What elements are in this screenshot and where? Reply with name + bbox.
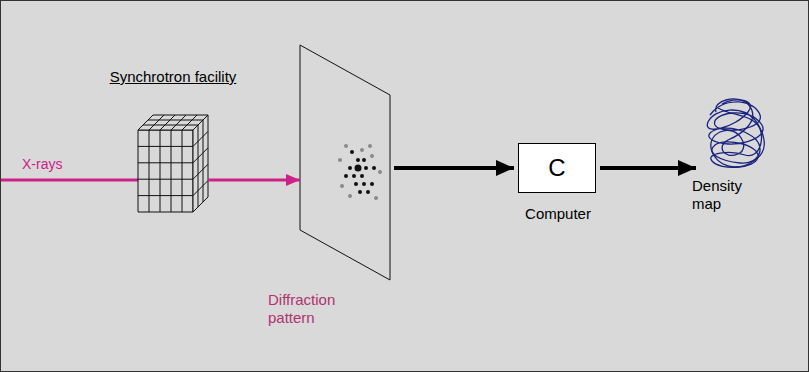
flow-arrow	[600, 166, 696, 170]
beam-label: X-rays	[22, 156, 62, 173]
computer-letter: C	[548, 154, 565, 182]
computer-label: Computer	[499, 205, 617, 223]
density-node: Density map	[700, 95, 770, 173]
crystal-cube	[138, 115, 208, 212]
x-ray-arrow	[208, 179, 300, 182]
computer-box: CComputer	[518, 143, 596, 193]
flow-arrow	[394, 166, 514, 170]
synchrotron-node: Synchrotron facility	[138, 115, 208, 212]
density-label: Density map	[692, 177, 762, 213]
x-ray-beam	[1, 179, 138, 182]
density-scribble	[707, 99, 764, 167]
diffraction-label: Diffraction pattern	[268, 291, 368, 327]
detector-plane	[300, 45, 390, 280]
facility-heading: Synchrotron facility	[98, 68, 248, 86]
diffraction-node: Diffraction pattern	[300, 45, 390, 280]
